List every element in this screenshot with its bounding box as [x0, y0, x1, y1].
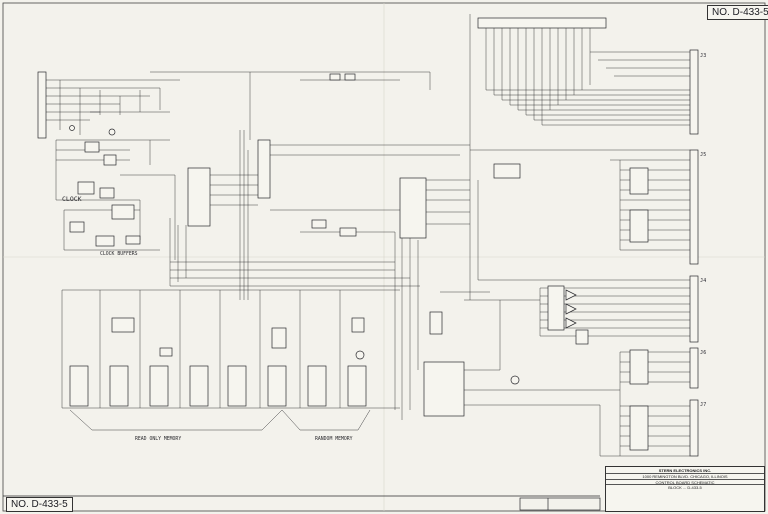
connector-j4-label: J4	[700, 278, 707, 284]
clock-buffers-label: CLOCK BUFFERS	[100, 251, 138, 257]
connector-j7	[689, 399, 699, 457]
title-block: STERN ELECTRONICS INC. 1000 REMINGTON BL…	[605, 466, 765, 512]
connector-left	[37, 71, 47, 139]
top-right-io-section	[469, 14, 699, 179]
clock-label: CLOCK	[62, 195, 82, 203]
connector-j4	[689, 275, 699, 343]
connector-j5-label: J5	[700, 152, 707, 158]
clock-section: CLOCK CLOCK BUFFERS	[37, 71, 180, 260]
connector-j7-label: J7	[700, 402, 707, 408]
connector-j3	[689, 49, 699, 135]
connector-j6	[689, 347, 699, 389]
title-block-company: STERN ELECTRONICS INC.	[658, 468, 712, 473]
connector-j3-label: J3	[700, 53, 707, 59]
drawing-number-top: NO. D-433-5	[707, 5, 768, 20]
random-memory-label: RANDOM MEMORY	[315, 436, 353, 442]
memory-section: READ ONLY MEMORY RANDOM MEMORY	[61, 289, 400, 442]
title-block-title-line2: BLOCK ... D-433-5	[606, 484, 764, 490]
right-io-section	[464, 149, 699, 457]
connector-j6-label: J6	[700, 350, 707, 356]
cpu-section	[150, 71, 520, 420]
connector-j5	[689, 149, 699, 265]
title-block-title-line1: CONTROL BOARD SCHEMATIC	[606, 479, 764, 485]
bottom-strip	[3, 495, 601, 511]
drawing-number-bottom: NO. D-433-5	[6, 497, 73, 512]
read-only-memory-label: READ ONLY MEMORY	[135, 436, 181, 442]
title-block-address: 1000 REMINGTON BLVD. CHICAGO, ILLINOIS	[606, 473, 764, 479]
